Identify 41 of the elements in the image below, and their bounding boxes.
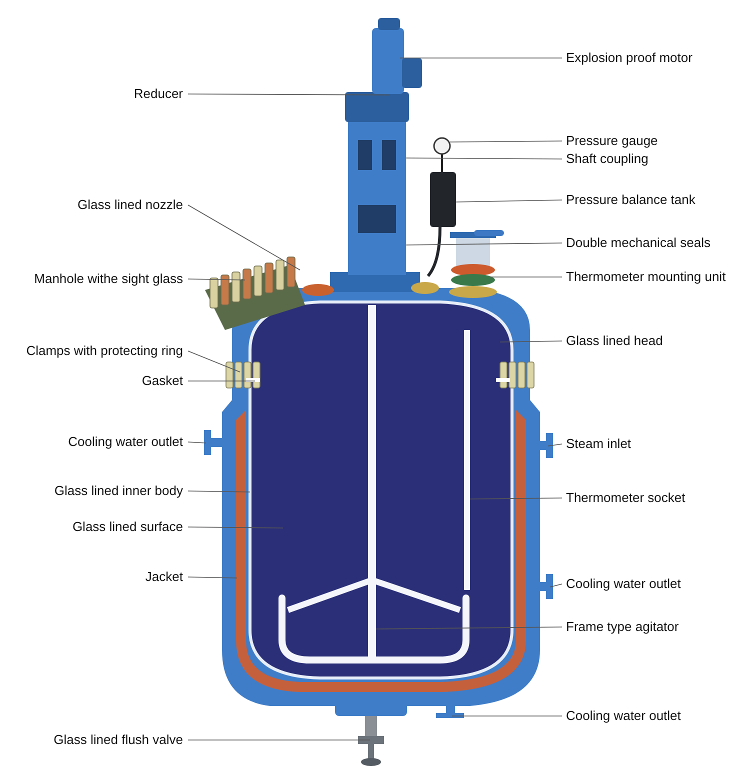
leader-line	[456, 200, 562, 202]
leader-line	[470, 498, 562, 500]
leader-line	[406, 242, 562, 246]
leader-line	[450, 140, 562, 142]
part-label: Thermometer mounting unit	[566, 269, 726, 285]
part-label: Double mechanical seals	[566, 235, 711, 251]
part-label: Glass lined head	[566, 333, 663, 349]
part-label: Pressure balance tank	[566, 192, 696, 208]
leader-line	[188, 576, 238, 578]
leader-line	[188, 490, 250, 492]
part-label: Cooling water outlet	[566, 708, 681, 724]
part-label: Clamps with protecting ring	[26, 343, 183, 359]
part-label: Shaft coupling	[566, 151, 648, 167]
leader-line	[188, 380, 256, 382]
leader-line	[188, 204, 300, 270]
part-label: Explosion proof motor	[566, 50, 692, 66]
leader-line	[188, 278, 246, 280]
part-label: Glass lined surface	[72, 519, 183, 535]
part-label: Thermometer socket	[566, 490, 686, 506]
part-label: Pressure gauge	[566, 133, 658, 149]
leader-line	[188, 350, 240, 372]
leader-line	[406, 158, 562, 160]
leader-line	[188, 526, 284, 528]
part-label: Glass lined nozzle	[78, 197, 183, 213]
leader-line	[376, 626, 562, 630]
part-label: Cooling water outlet	[566, 576, 681, 592]
part-label: Jacket	[145, 569, 183, 585]
part-label: Manhole withe sight glass	[34, 271, 183, 287]
part-label: Gasket	[142, 373, 183, 389]
part-label: Glass lined flush valve	[54, 732, 183, 748]
leader-line	[188, 442, 206, 444]
leader-line	[500, 340, 562, 342]
part-label: Glass lined inner body	[54, 483, 183, 499]
part-label: Reducer	[134, 86, 183, 102]
leader-line	[550, 584, 562, 588]
part-label: Frame type agitator	[566, 619, 679, 635]
leader-line	[490, 276, 562, 278]
leader-line	[548, 444, 562, 446]
part-label: Cooling water outlet	[68, 434, 183, 450]
part-label: Steam inlet	[566, 436, 632, 452]
leader-line	[188, 94, 390, 96]
